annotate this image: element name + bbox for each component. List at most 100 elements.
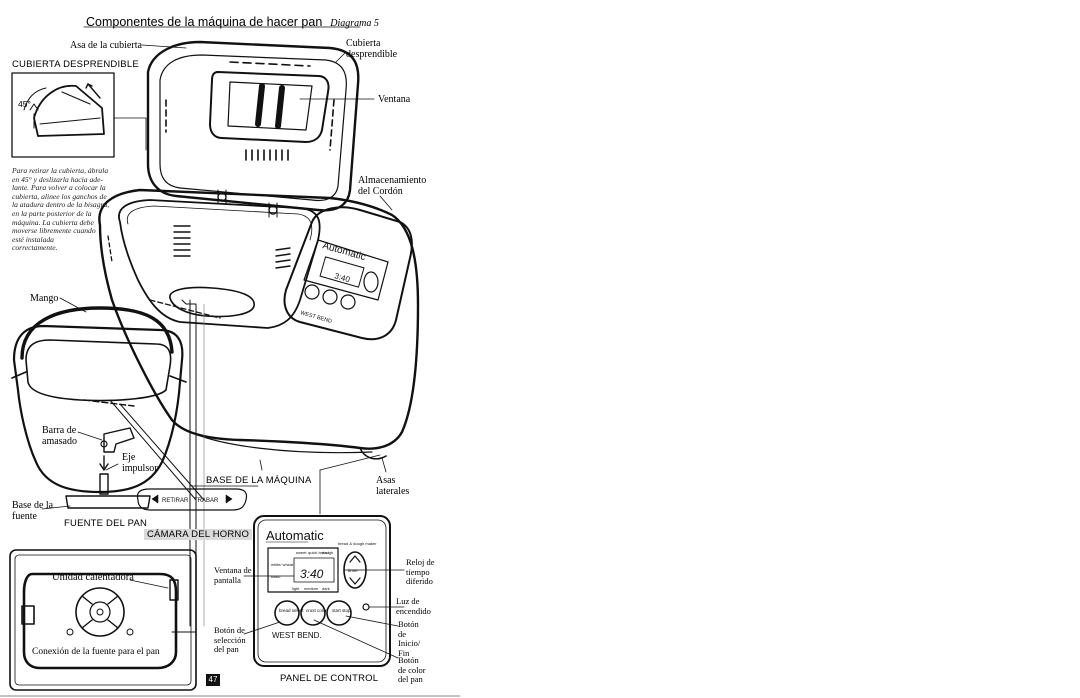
page-number: 47 [206,674,220,686]
mode-quick-bread: quick bread [308,550,329,555]
start-stop-button [326,600,352,626]
label-line: Botón [398,655,419,665]
instruction-line: en 45° y deslizarla hacia ade- [12,174,103,184]
inset-instructions: Para retirar la cubierta, ábrala en 45° … [12,166,110,253]
window-reflection [255,83,285,129]
label-line: Barra de [42,425,77,436]
label-line: del Cordón [358,186,403,197]
oven-chamber [118,199,321,329]
band-removable-cover: CUBIERTA DESPRENDIBLE [12,59,139,70]
cover-inset-box [11,72,115,158]
label-line: Eje [122,452,136,463]
label-side-handles: Asas laterales [376,475,409,497]
instruction-line: moverse libremente cuando [12,226,96,236]
label-line: tiempo [406,566,430,577]
label-line: desprendible [346,49,398,60]
lid-vents [245,149,289,161]
slider-remove-label: RETIRAR [162,498,189,504]
instruction-line: máquina. La cubierta debe [12,217,94,227]
machine-brand: Automatic [321,240,367,263]
crust-dark: dark [322,586,330,591]
label-line: diferido [406,576,433,586]
lock-slider [136,488,248,511]
crust-color-label: crust color [306,608,327,613]
panel-time: 3:40 [300,567,324,581]
label-line: Cubierta [346,38,381,49]
label-line: del pan [214,644,239,654]
label-line: Luz de [396,596,420,606]
mode-dough: dough [322,550,333,555]
label-crust-button: Botón de color del pan [398,655,426,685]
bread-pan [12,324,184,494]
heating-unit [22,572,178,670]
label-line: fuente [12,511,37,522]
crust-light: light [292,586,300,591]
label-cord-storage: Almacenamiento del Cordón [358,175,426,197]
bread-select-button [274,600,300,626]
mode-basic: basic [271,574,280,579]
label-window: Ventana [378,94,411,105]
label-line: laterales [376,486,410,497]
bread-select-label: bread select [279,608,304,613]
label-start-button: Botón de Inicio/ Fin [398,619,421,658]
panel-maker: WEST BEND. [272,631,322,640]
instruction-line: en la parte posterior de la [12,208,92,218]
label-pan-connection: Conexión de la fuente para el pan [32,647,160,657]
power-light [362,603,370,611]
label-line: del pan [398,674,423,684]
label-line: pantalla [214,574,241,585]
heating-inset-frame [9,549,197,691]
pan-connection [75,587,125,637]
removable-cover [146,40,360,212]
instruction-line: Para retirar la cubierta, ábrala [12,166,109,175]
label-cover-handle: Asa de la cubierta [70,40,142,51]
machine-time: 3:40 [333,271,351,284]
title-text: Componentes de la máquina de hacer pan [86,15,323,29]
mode-sweet: sweet [296,550,307,555]
label-delay-clock: Reloj de tiempo diferido [406,557,435,587]
label-line: de [398,628,407,639]
label-removable-cover: Cubierta desprendible [346,38,397,60]
timer-label: timer [348,568,359,573]
band-oven-chamber: CÁMARA DEL HORNO [144,529,253,540]
panel-display [267,547,339,593]
instruction-line: la atadura dentro de la bisagra, [12,200,110,210]
machine-base-outline [98,188,420,450]
instruction-line: correctamente. [12,243,58,253]
instruction-line: esté instalada [12,234,54,244]
label-power-light: Luz de encendido [396,596,431,616]
drive-shaft [99,473,109,495]
machine-control-panel [283,206,413,341]
label-line: amasado [42,436,77,447]
instruction-line: lante. Para volver a colocar la [12,183,106,193]
label-line: Inicio/ [398,638,421,648]
mode-white-wheat: white/ wheat [271,562,294,567]
label-pan-base: Base de la fuente [12,500,53,522]
label-line: impulsor [122,463,158,474]
kneading-bar [103,427,135,453]
label-line: Ventana de [214,565,252,575]
label-drive-shaft: Eje impulsor [122,452,158,474]
label-heating-unit: Unidad calentadora [52,572,134,583]
label-handle: Mango [30,293,59,304]
label-line: Reloj de [406,557,435,567]
band-machine-base: BASE DE LA MÁQUINA [206,475,312,486]
band-bread-pan: FUENTE DEL PAN [64,518,148,529]
instruction-line: cubierta, alinee los ganchos de [12,191,107,201]
panel-sub-brand: bread & dough maker [338,541,377,546]
label-line: selección [214,634,246,645]
label-display-window: Ventana de pantalla [214,565,252,585]
label-line: Base de la [12,500,54,511]
lid-window [209,71,330,143]
label-line: de color [398,664,426,675]
pan-handle [20,306,174,360]
start-stop-label: start stop [332,608,351,613]
leader-lines [41,44,393,515]
label-line: Fin [398,647,410,658]
crust-medium: medium [304,586,319,591]
band-control-panel: PANEL DE CONTROL [280,673,379,684]
crust-color-button [300,600,326,626]
